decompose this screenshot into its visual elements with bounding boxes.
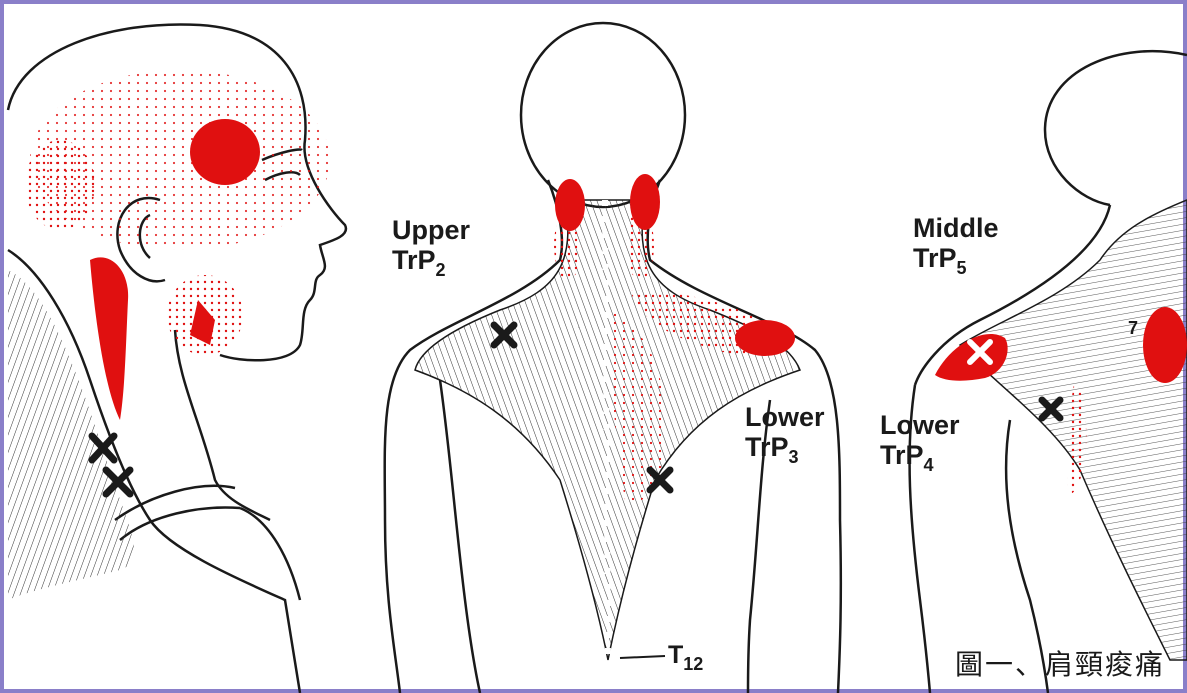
t12-pointer-line <box>620 656 665 658</box>
label-lower-trp4: Lower TrP4 <box>880 410 960 480</box>
figure-caption: 圖一、肩頸痠痛 <box>955 643 1165 683</box>
label-lower-trp3: Lower TrP3 <box>745 402 825 472</box>
label-t12: T12 <box>668 640 703 679</box>
vertebra-7-label: 7 <box>1128 318 1138 338</box>
label-upper-trp2: Upper TrP2 <box>392 215 470 285</box>
label-middle-trp5: Middle TrP5 <box>913 213 999 283</box>
